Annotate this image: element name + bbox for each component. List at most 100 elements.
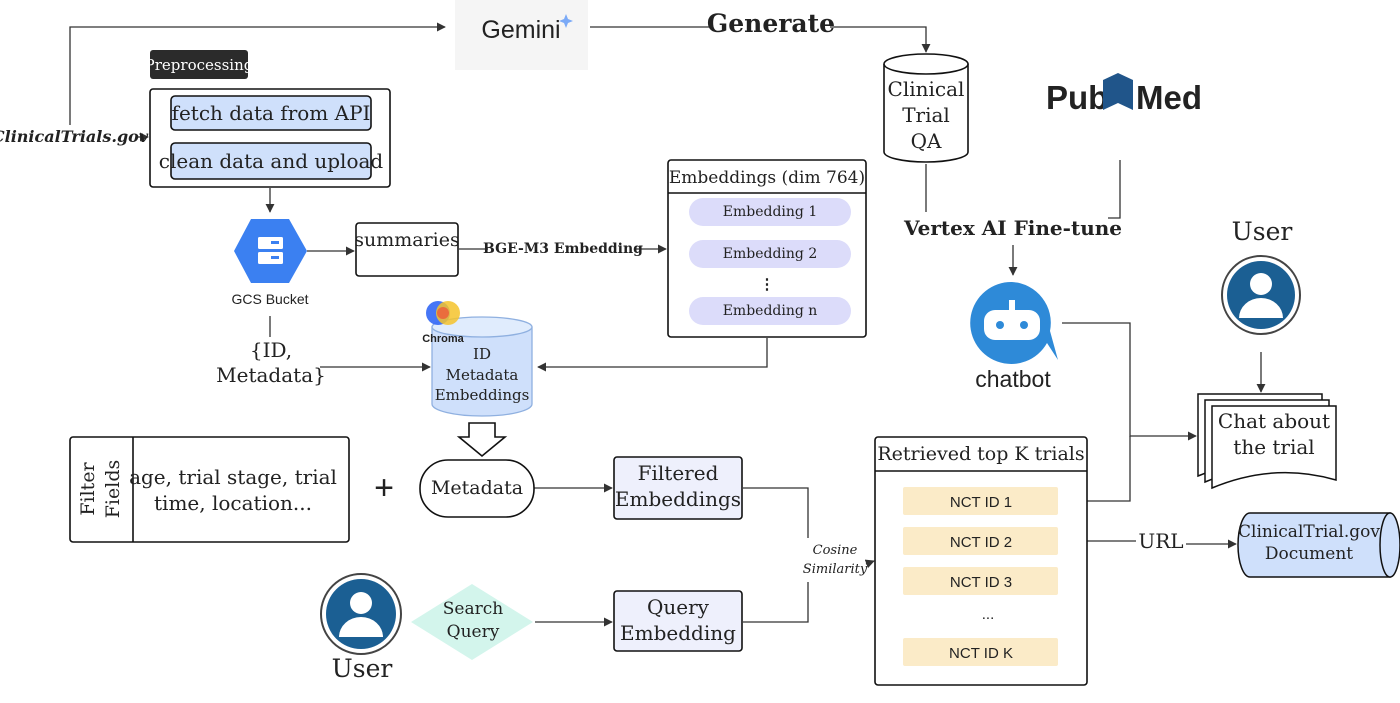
retrieved-panel: Retrieved top K trials NCT ID 1 NCT ID 2…	[874, 436, 1088, 686]
embeddings-title: Embeddings (dim 764)	[669, 168, 865, 188]
nct-item-3-label: NCT ID 3	[950, 574, 1012, 591]
embedding-item-1	[689, 198, 851, 226]
chroma-line-metadata: Metadata	[446, 366, 519, 384]
chatbot-eye-left	[996, 321, 1004, 329]
fetch-step-label: fetch data from API	[172, 101, 371, 125]
id-metadata-line2: Metadata}	[216, 363, 326, 387]
filter-content-line2: time, location...	[154, 491, 312, 515]
doc-cylinder-end	[1379, 512, 1400, 578]
pubmed-pub: Pub	[1046, 79, 1108, 116]
clinicaltrials-source: ClinicalTrials.gov	[0, 127, 149, 146]
chatbot-label: chatbot	[975, 366, 1051, 392]
metadata-label: Metadata	[431, 477, 523, 499]
down-block-arrow	[456, 422, 508, 458]
arrow-generate-to-qa	[830, 26, 931, 53]
user-top-head	[1250, 273, 1272, 295]
nct-item-2	[903, 527, 1058, 555]
arrow-embeddings-to-chroma	[537, 338, 768, 372]
gcs-bucket-icon	[234, 219, 307, 283]
nct-item-3	[903, 567, 1058, 595]
chroma-cylinder-top	[431, 316, 533, 338]
qa-store: Clinical Trial QA	[883, 53, 969, 163]
user-bottom-label: User	[332, 654, 393, 683]
nct-item-1	[903, 487, 1058, 515]
gcs-bucket: GCS Bucket	[231, 219, 309, 307]
chat-doc-line1: Chat about	[1218, 409, 1330, 433]
user-top-shoulders	[1239, 298, 1283, 318]
user-bottom-head	[350, 592, 372, 614]
gemini-logo: Gemini	[481, 16, 560, 44]
pubmed-logo: Pub Med	[1046, 73, 1202, 116]
filter-content-line1: age, trial stage, trial	[129, 465, 337, 489]
retrieved-title: Retrieved top K trials	[877, 443, 1084, 465]
line-filtered-to-cosine	[743, 487, 809, 538]
connectors	[69, 22, 1266, 627]
chroma-db: Chroma ID Metadata Embeddings	[422, 301, 533, 417]
user-top: User	[1221, 217, 1301, 335]
cosine-line1: Cosine	[813, 543, 858, 558]
plus-sign: +	[374, 469, 394, 507]
nct-item-2-label: NCT ID 2	[950, 534, 1012, 551]
gcs-drive-top	[258, 237, 283, 249]
qa-line-2: Trial	[902, 103, 950, 127]
filter-side-line2: Fields	[102, 460, 124, 519]
summaries-label: summaries	[354, 229, 460, 251]
arrow-cosine-to-retrieved	[864, 559, 875, 569]
pubmed-book-icon	[1103, 73, 1133, 110]
pubmed-med: Med	[1136, 79, 1202, 116]
chatbot-node: chatbot	[970, 281, 1058, 392]
clean-step	[170, 142, 372, 180]
trial-document: ClinicalTrial.gov Document	[1237, 512, 1400, 578]
gemini-logo-bg	[455, 0, 588, 70]
chat-doc-page-1	[1211, 405, 1337, 490]
chroma-line-id: ID	[473, 345, 491, 363]
nct-ellipsis: ...	[982, 606, 995, 623]
qa-line-3: QA	[911, 129, 942, 153]
gcs-label: GCS Bucket	[231, 291, 308, 307]
chat-doc-line2: the trial	[1233, 435, 1314, 459]
embedding-item-1-label: Embedding 1	[723, 204, 817, 220]
gcs-drive-bottom-slot	[271, 256, 279, 259]
embedding-item-n-label: Embedding n	[723, 303, 818, 319]
search-query-diamond	[411, 584, 533, 660]
chat-document: Chat about the trial	[1197, 393, 1337, 490]
user-top-label: User	[1232, 217, 1293, 246]
gcs-drive-bottom	[258, 252, 283, 264]
query-embedding-line1: Query	[647, 595, 710, 619]
embedding-item-2-label: Embedding 2	[723, 246, 817, 262]
bge-label: BGE-M3 Embedding	[483, 241, 643, 257]
qa-line-1: Clinical	[888, 77, 965, 101]
filtered-embeddings-line1: Filtered	[638, 461, 719, 485]
query-embedding-box	[613, 590, 743, 652]
embeddings-panel: Embeddings (dim 764) Embedding 1 Embeddi…	[667, 159, 867, 338]
gemini-node: Gemini	[455, 0, 588, 70]
filtered-embeddings-box	[613, 456, 743, 520]
cosine-line2: Similarity	[803, 562, 868, 577]
chroma-logo-red	[437, 307, 449, 319]
fetch-step	[170, 95, 372, 131]
url-label: URL	[1138, 529, 1183, 553]
embedding-item-n	[689, 297, 851, 325]
clean-step-label: clean data and upload	[159, 149, 384, 173]
chatbot-eye-right	[1020, 321, 1028, 329]
summaries-box	[355, 222, 459, 277]
chroma-cylinder-body	[431, 327, 533, 417]
line-query-embedding-to-cosine	[743, 582, 809, 623]
qa-cylinder-top	[883, 53, 969, 75]
line-pubmed-to-finetune	[1108, 160, 1121, 219]
metadata-node	[419, 459, 535, 518]
id-metadata-line1: {ID,	[250, 338, 292, 362]
user-bottom: User	[320, 573, 402, 683]
search-query-line2: Query	[447, 622, 500, 642]
doc-cylinder-body	[1237, 512, 1391, 578]
embedding-item-2	[689, 240, 851, 268]
generate-label: Generate	[707, 9, 835, 38]
finetune-label: Vertex AI Fine-tune	[903, 216, 1122, 240]
search-query-line1: Search	[443, 599, 503, 619]
nct-item-k-label: NCT ID K	[949, 645, 1013, 662]
nct-item-1-label: NCT ID 1	[950, 494, 1012, 511]
filter-box	[69, 436, 350, 543]
gemini-sparkle-icon	[559, 14, 573, 28]
preprocessing-tag: Preprocessing	[145, 56, 254, 74]
chatbot-antenna	[1009, 300, 1015, 310]
